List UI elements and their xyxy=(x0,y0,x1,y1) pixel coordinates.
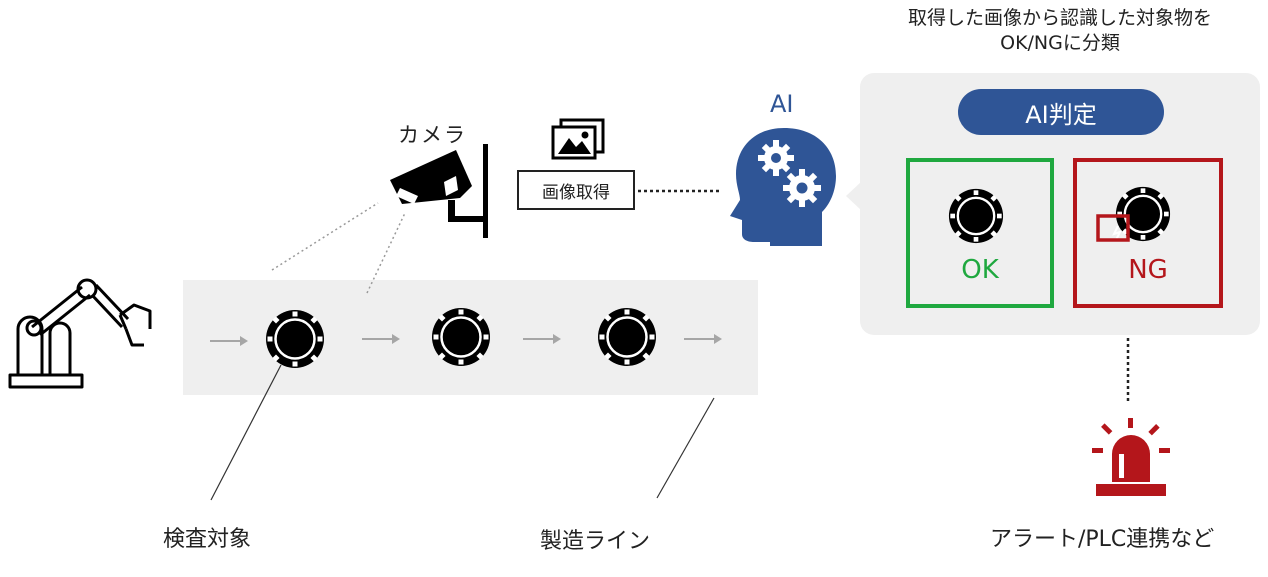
part-disc-icon xyxy=(948,188,1004,244)
part-disc-icon xyxy=(597,307,657,367)
panel-pointer xyxy=(846,182,861,210)
ok-label: OK xyxy=(961,255,999,285)
description-line-2: OK/NGに分類 xyxy=(1000,32,1120,54)
inspection-target-label: 検査対象 xyxy=(163,527,252,552)
defect-marker xyxy=(1096,214,1130,242)
production-line-label: 製造ライン xyxy=(540,529,651,554)
classification-description: 取得した画像から認識した対象物を OK/NGに分類 xyxy=(850,6,1268,56)
production-line-leader xyxy=(656,397,715,499)
ai-head-gears-icon xyxy=(730,128,836,246)
alarm-light-icon xyxy=(1092,418,1170,496)
ng-result-box xyxy=(1073,158,1223,308)
part-disc-icon xyxy=(265,309,325,369)
conveyor-arrows xyxy=(210,334,722,346)
image-stack-icon xyxy=(551,118,605,160)
camera-label: カメラ xyxy=(398,123,467,147)
security-camera-icon xyxy=(390,144,488,238)
inspection-target-leader xyxy=(210,364,282,501)
ng-label: NG xyxy=(1128,255,1168,285)
ai-label: AI xyxy=(770,90,794,118)
part-disc-icon xyxy=(431,307,491,367)
robot-arm-icon xyxy=(8,278,152,389)
ok-result-box xyxy=(906,158,1054,308)
camera-view-line-left xyxy=(271,202,379,271)
image-acquisition-box: 画像取得 xyxy=(517,170,635,210)
description-line-1: 取得した画像から認識した対象物を xyxy=(907,7,1212,29)
alert-plc-label: アラート/PLC連携など xyxy=(990,527,1215,552)
ai-judgement-title: AI判定 xyxy=(958,89,1164,135)
